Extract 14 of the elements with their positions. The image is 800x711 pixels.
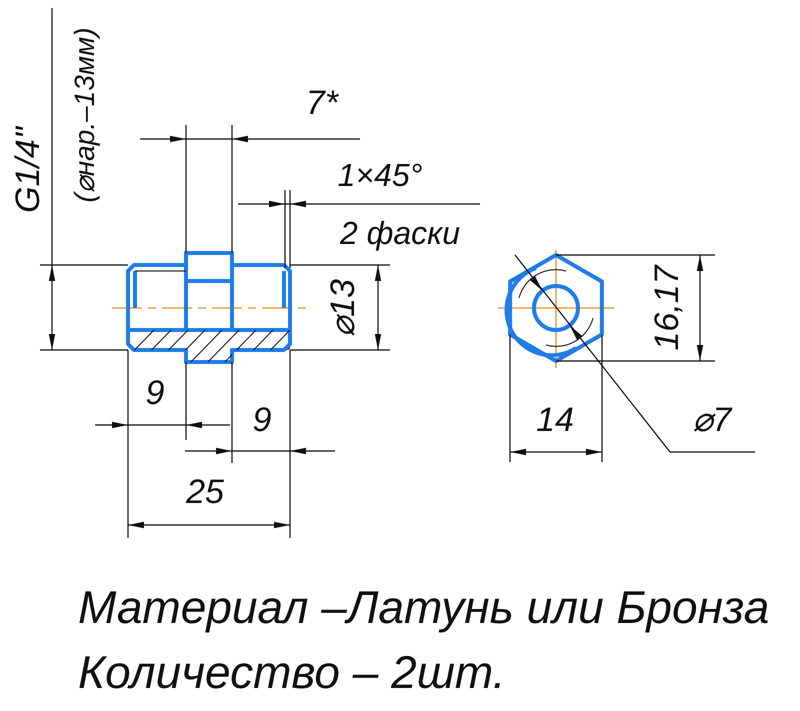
dimension-text: 14 — [536, 403, 574, 437]
dimension-text: 9 — [146, 376, 164, 410]
dimension-text: 7* — [306, 86, 338, 120]
quantity-note: Количество – 2шт. — [78, 649, 506, 695]
dimension-text: ⌀7 — [692, 403, 732, 437]
material-note: Материал –Латунь или Бронза — [78, 584, 770, 630]
dimension-text: ⌀13 — [326, 279, 360, 337]
dimension-text: 25 — [186, 475, 224, 509]
chamfer-note: 2 фаски — [340, 217, 460, 249]
dimension-text: 9 — [252, 403, 272, 437]
dimension-text: 16,17 — [650, 265, 684, 351]
dimension-note: (⌀нар.–13мм) — [71, 27, 99, 203]
chamfer-text: 1×45° — [338, 159, 422, 191]
thread-size-label: G1/4" — [11, 127, 45, 213]
